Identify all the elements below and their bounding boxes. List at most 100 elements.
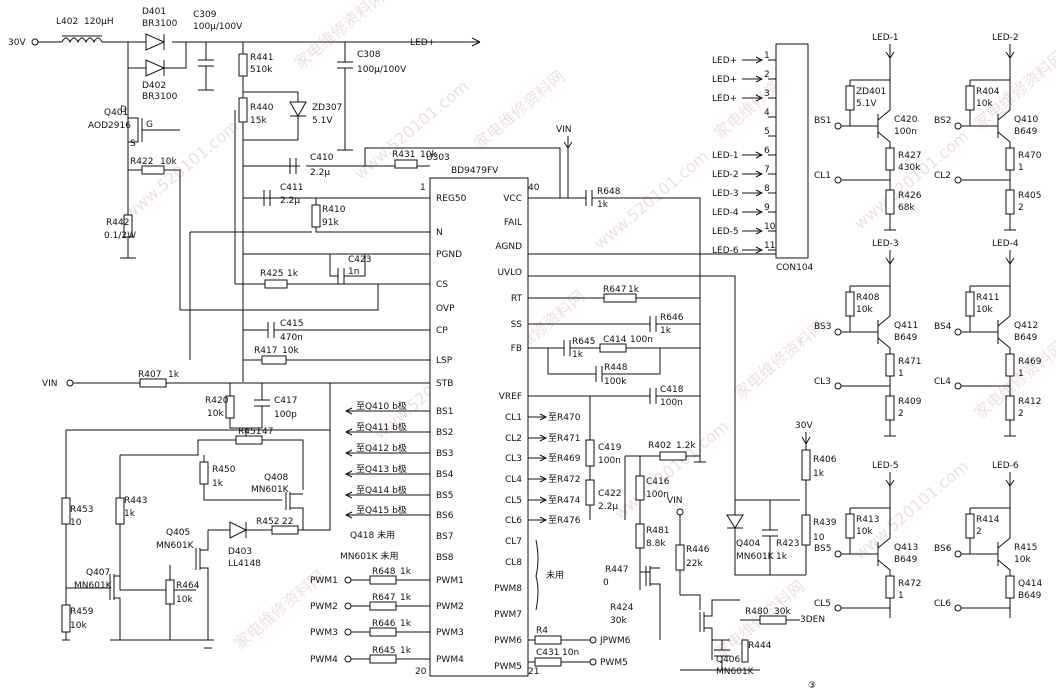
r417-value: 10k (282, 346, 299, 356)
base-resistor-value: 10k (976, 305, 993, 315)
arrow-icon (528, 454, 548, 462)
r442-value: 0.1/2W (104, 231, 136, 241)
bs-net-label: BS4 (934, 322, 952, 332)
pwm-resistor-ref: R646 (372, 619, 396, 629)
q408-value: MN601K (251, 485, 290, 495)
d402-value: BR3100 (142, 92, 178, 102)
transistor-value: B649 (894, 333, 918, 343)
zd401-value: MN601K (736, 552, 775, 562)
r451-value: 47 (262, 427, 273, 437)
transistor-value: B649 (1014, 127, 1038, 137)
bs-terminal (954, 328, 962, 336)
r439-value: 30k (774, 607, 791, 617)
capacitor-c414 (528, 190, 701, 462)
net-vin-top: VIN (556, 125, 572, 135)
wire (119, 455, 196, 591)
sense-resistor-ref: R426 (898, 191, 922, 201)
zd307-ref: ZD307 (312, 103, 342, 113)
cl-net-label: CL4 (934, 377, 951, 387)
pwm-resistor-ref: R648 (372, 567, 396, 577)
d401-value: BR3100 (142, 19, 178, 29)
r426-value: 10 (813, 533, 825, 543)
arrow-icon (742, 227, 764, 235)
c431-value: MN601K (716, 667, 755, 677)
bs-note: 至Q413 b极 (356, 463, 407, 475)
arrow-icon (885, 44, 895, 80)
wire (110, 565, 214, 641)
ic-pin-label: CL5 (505, 496, 522, 506)
capacitor-c423 (243, 253, 430, 284)
c431-ref: Q406 (716, 655, 741, 665)
ic-pin-label: BS7 (436, 532, 453, 542)
q401-value: AOD2916 (88, 121, 131, 131)
resistor-r422 (141, 165, 165, 175)
ic-pin-label: PWM2 (436, 602, 464, 612)
ic-pin-label: VREF (499, 392, 522, 402)
ic-pin-label: PWM3 (436, 628, 464, 638)
diode-d403 (208, 430, 331, 539)
ic-pin-label: BS8 (436, 553, 454, 563)
arrow-icon (344, 511, 430, 519)
cl-terminal (834, 382, 842, 390)
resistor-r480 (635, 523, 645, 549)
ic-pin-label: OVP (436, 304, 455, 314)
c416-ref: C418 (660, 385, 684, 395)
r427-value: 1k (813, 469, 825, 479)
watermark-url: www.520101.com (610, 416, 732, 523)
ic-part: BD9479FV (451, 166, 499, 176)
mosfet-q407 (66, 574, 121, 620)
r431-ref: R431 (392, 150, 415, 160)
cl-terminal (954, 604, 962, 612)
arrow-icon (528, 475, 548, 483)
connector-pin-number: 3 (764, 89, 770, 99)
r407-value: 1k (168, 370, 180, 380)
r426-ref: R439 (813, 518, 837, 528)
sense-resistor-value: 68k (898, 203, 915, 213)
resistor-r402 (599, 343, 627, 353)
sense-resistor-value: 2 (1018, 409, 1024, 419)
vin-arrow-icon (563, 136, 573, 198)
connector-net-label: LED-1 (712, 151, 739, 161)
l402-ref: L402 (56, 17, 78, 27)
wire (841, 170, 891, 190)
ic-pin-label: BS1 (436, 407, 453, 417)
r440-ref: R440 (250, 103, 274, 113)
c415-value: 470n (280, 333, 303, 343)
ic-pin-label: BS4 (436, 470, 454, 480)
r464-ref: R464 (176, 581, 200, 591)
zener-zd401 (726, 480, 807, 576)
capacitor-c309 (198, 42, 214, 91)
mosfet-q404 (680, 594, 740, 660)
ground-icon (1004, 420, 1016, 437)
arrow-icon (528, 516, 548, 524)
base-resistor-value: 2 (976, 527, 982, 537)
cl-note: 至R471 (548, 433, 580, 444)
capacitor-c418 (528, 316, 700, 332)
d403-ref: D403 (228, 547, 252, 557)
wire (961, 170, 1011, 190)
net-vin-left: VIN (42, 379, 58, 389)
connector-net-label: LED-4 (712, 208, 739, 218)
resistor-r453 (61, 497, 71, 525)
enable-circuit: R453 10 R459 10k R451 47 R450 1k Q408 MN… (61, 383, 331, 649)
r407-ref: R407 (138, 370, 161, 380)
c414-value: 1k (597, 200, 609, 210)
capacitor-c422 (547, 348, 661, 382)
zd401-ref: Q404 (736, 539, 761, 549)
bs-note: 至Q411 b极 (356, 421, 407, 433)
base-resistor-ref: R413 (856, 515, 879, 525)
resistor-r427 (801, 449, 811, 481)
ic-pin-number: 40 (528, 183, 540, 193)
r459-ref: R459 (70, 607, 94, 617)
unused-note: 未用 (546, 569, 564, 581)
r422-ref: R422 (130, 157, 153, 167)
ic-pin-label: VCC (503, 194, 522, 204)
emitter-resistor-value: 1 (898, 369, 904, 379)
cl-terminal (834, 176, 842, 184)
connector-net-label: LED+ (712, 94, 737, 104)
ic-pin-label: BS3 (436, 449, 453, 459)
pwm-input-label: PWM2 (310, 602, 338, 612)
cl-net-label: CL2 (934, 171, 951, 181)
